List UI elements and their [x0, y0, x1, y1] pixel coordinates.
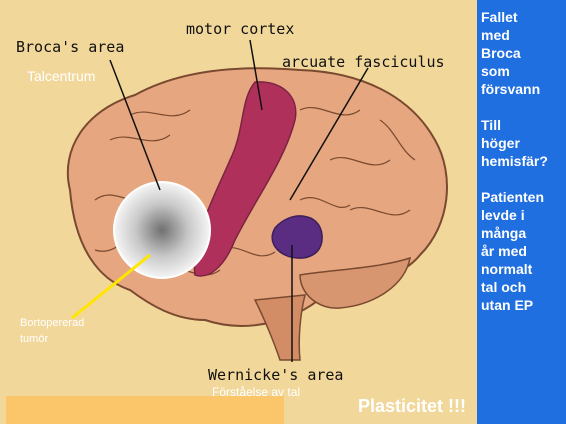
arcuate-label: arcuate fasciculus	[282, 53, 445, 71]
motor-cortex-label: motor cortex	[186, 20, 294, 38]
plasticitet-caption: Plasticitet !!!	[358, 396, 466, 417]
wernicke-label: Wernicke's area	[208, 366, 343, 384]
sidebar-text: Fallet med Broca som försvann Till höger…	[481, 8, 566, 314]
brain-stem	[255, 295, 305, 360]
tumor-label-line1: Bortopererad	[20, 317, 84, 329]
talcentrum-label: Talcentrum	[27, 68, 95, 84]
tumor-label-line2: tumör	[20, 333, 48, 345]
caption-bar	[6, 396, 284, 424]
broca-label: Broca's area	[16, 38, 124, 56]
removed-tumor-area	[114, 182, 210, 278]
